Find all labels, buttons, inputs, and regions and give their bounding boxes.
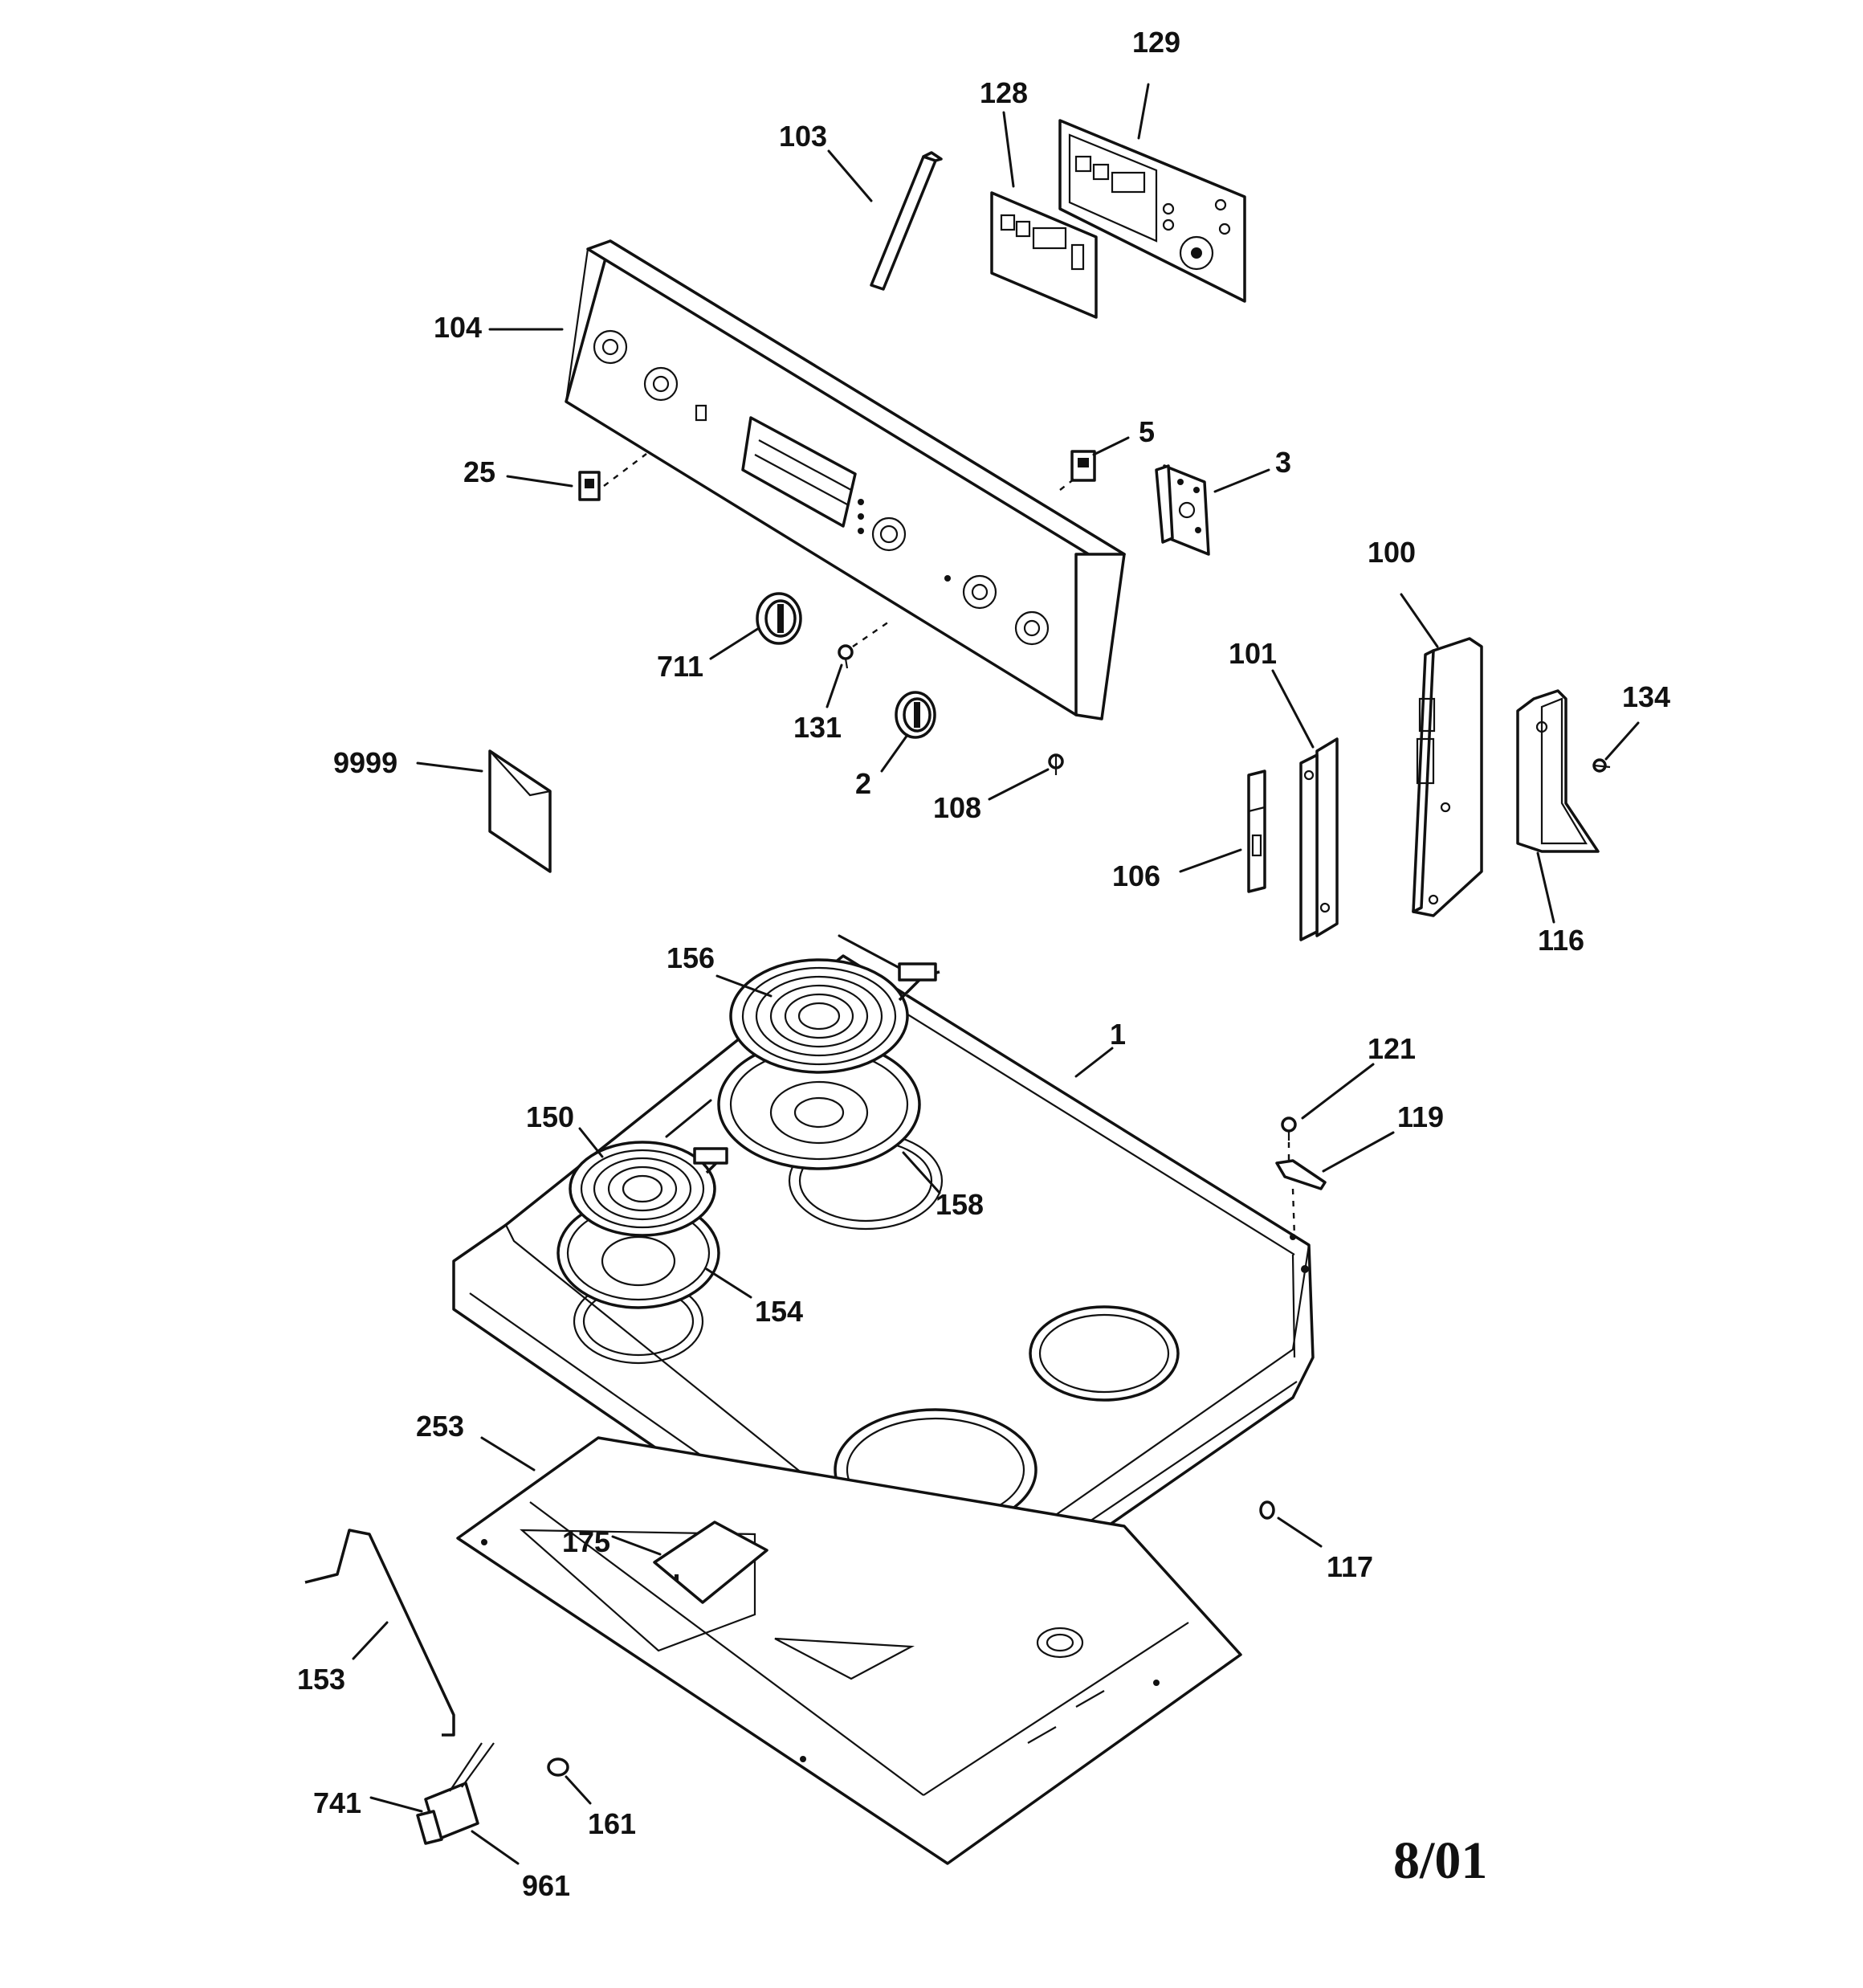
- part-101-bracket: [1299, 737, 1339, 941]
- label-9999: 9999: [333, 746, 397, 779]
- part-labels: 129 128 103 104 25 5 3 100 101 134 711 1…: [297, 26, 1670, 1902]
- date-code: 8/01: [1393, 1831, 1487, 1890]
- part-741-terminal-block: [416, 1742, 495, 1845]
- label-2: 2: [855, 767, 871, 800]
- label-104: 104: [434, 311, 482, 344]
- part-25-switch: [578, 471, 601, 501]
- label-156: 156: [667, 941, 715, 974]
- part-156-surface-element-large: [729, 958, 940, 1074]
- label-158: 158: [936, 1188, 984, 1221]
- part-116-end-cap: [1516, 689, 1600, 853]
- label-5: 5: [1139, 415, 1155, 448]
- part-106-bracket: [1247, 769, 1266, 893]
- label-116: 116: [1538, 924, 1584, 957]
- part-108-screw: [1048, 753, 1064, 775]
- label-100: 100: [1368, 536, 1416, 569]
- part-9999-literature: [488, 749, 552, 873]
- label-1: 1: [1110, 1018, 1126, 1051]
- label-175: 175: [562, 1525, 610, 1558]
- part-134-screw: [1592, 758, 1611, 773]
- label-150: 150: [526, 1100, 574, 1133]
- part-128-overlay: [990, 191, 1098, 319]
- label-117: 117: [1327, 1550, 1373, 1583]
- label-106: 106: [1112, 859, 1160, 892]
- label-108: 108: [933, 791, 981, 824]
- label-101: 101: [1229, 637, 1277, 670]
- label-3: 3: [1275, 446, 1291, 479]
- label-161: 161: [588, 1807, 636, 1840]
- label-25: 25: [463, 455, 495, 488]
- label-121: 121: [1368, 1032, 1416, 1065]
- part-5-switch: [1070, 450, 1096, 482]
- label-131: 131: [793, 711, 842, 744]
- part-3-infinite-switch: [1155, 464, 1210, 556]
- part-161-clip: [547, 1757, 569, 1777]
- label-129: 129: [1132, 26, 1180, 59]
- part-100-end-cap: [1412, 637, 1483, 917]
- part-104-control-panel: [565, 239, 1126, 720]
- part-175-cover: [653, 1521, 768, 1604]
- label-711: 711: [657, 650, 703, 683]
- part-153-wire: [304, 1529, 455, 1737]
- part-129-control-board: [1058, 119, 1246, 303]
- part-119-bracket: [1275, 1159, 1327, 1190]
- part-253-burner-box: [456, 1436, 1242, 1865]
- label-153: 153: [297, 1663, 345, 1696]
- part-711-knob: [756, 592, 802, 645]
- leader-lines: [352, 83, 1640, 1865]
- label-103: 103: [779, 120, 827, 153]
- label-119: 119: [1397, 1100, 1444, 1133]
- label-741: 741: [313, 1786, 361, 1819]
- label-961: 961: [522, 1869, 570, 1902]
- part-121-screw: [1281, 1116, 1297, 1141]
- label-154: 154: [755, 1295, 803, 1328]
- part-131-screw: [838, 644, 854, 669]
- label-128: 128: [980, 76, 1028, 109]
- part-150-surface-element-small: [569, 1141, 728, 1237]
- label-134: 134: [1622, 680, 1670, 713]
- label-253: 253: [416, 1410, 464, 1443]
- part-2-knob: [895, 691, 936, 739]
- part-117-nut: [1259, 1500, 1275, 1520]
- part-103-bracket: [870, 151, 943, 291]
